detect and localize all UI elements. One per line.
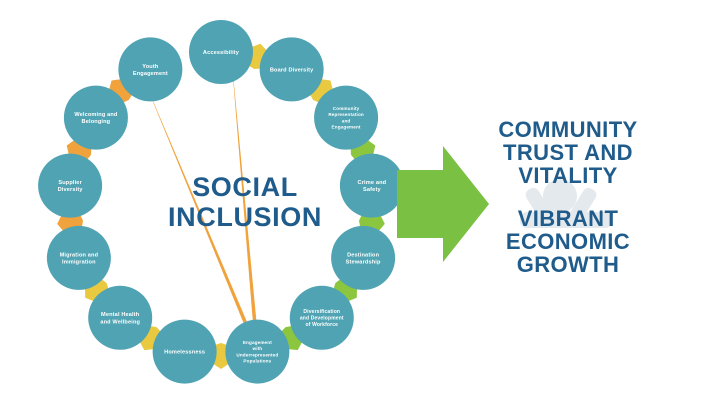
node-circle — [152, 319, 217, 384]
arrow-right-icon — [397, 146, 489, 262]
connector-youth-engagement — [140, 49, 261, 365]
node-label-line: Homelessness — [164, 350, 205, 356]
node-label-line: Board Diversity — [270, 67, 314, 73]
outcome-text: COMMUNITY TRUST AND VITALITY VIBRANT ECO… — [498, 117, 637, 277]
node-circle — [331, 225, 396, 290]
node-circle — [46, 225, 111, 290]
node-circle — [63, 85, 128, 150]
node-label-line: Diversification — [303, 309, 340, 315]
watermark-graphic — [520, 179, 612, 229]
node-engagement-with-underrepresented-populations[interactable]: EngagementwithUnderrepresentedPopulation… — [225, 319, 290, 384]
node-homelessness[interactable]: Homelessness — [152, 319, 217, 384]
node-circle — [314, 85, 379, 150]
node-circle — [225, 319, 290, 384]
center-title: SOCIAL INCLUSION — [168, 172, 322, 232]
node-label-line: Diversity — [58, 187, 84, 193]
node-label-line: Destination — [347, 252, 380, 258]
node-label-line: and — [342, 118, 351, 123]
node-label-line: with — [251, 346, 262, 351]
node-label-line: Migration and — [60, 252, 99, 258]
node-circle — [88, 285, 153, 350]
node-label-line: of Workforce — [306, 322, 339, 328]
node-circle — [38, 153, 103, 218]
node-circle — [259, 37, 324, 102]
node-label-line: Community — [333, 106, 360, 111]
svg-text:VITALITY: VITALITY — [518, 163, 617, 188]
node-label-line: Belonging — [82, 119, 111, 125]
svg-text:SOCIAL: SOCIAL — [192, 172, 298, 202]
node-label-line: Safety — [363, 187, 381, 193]
node-label-line: Engagement — [332, 125, 361, 130]
node-label-line: Underrepresented — [236, 352, 278, 357]
node-circle — [118, 37, 183, 102]
svg-text:COMMUNITY: COMMUNITY — [498, 117, 637, 142]
node-board-diversity[interactable]: Board Diversity — [259, 37, 324, 102]
svg-text:INCLUSION: INCLUSION — [168, 202, 322, 232]
svg-text:ECONOMIC: ECONOMIC — [506, 229, 630, 254]
node-label-line: and Development — [300, 316, 344, 322]
node-label-line: and Wellbeing — [100, 319, 140, 325]
node-label-line: Accessibility — [203, 50, 240, 56]
node-label-line: Stewardship — [346, 259, 381, 265]
node-label-line: Engagement — [243, 340, 272, 345]
node-label-line: Engagement — [133, 71, 168, 77]
node-label-line: Supplier — [58, 180, 82, 186]
node-label-line: Crime and — [358, 180, 387, 186]
node-circle — [289, 285, 354, 350]
node-label-line: Welcoming and — [74, 112, 118, 118]
node-label-line: Immigration — [62, 259, 96, 265]
node-label-line: Representation — [328, 112, 364, 117]
svg-text:VIBRANT: VIBRANT — [518, 206, 619, 231]
svg-text:TRUST AND: TRUST AND — [503, 140, 633, 165]
node-circle — [339, 153, 404, 218]
node-accessibility[interactable]: Accessibility — [189, 20, 253, 84]
node-label-line: Populations — [243, 358, 271, 363]
node-label-line: Youth — [142, 64, 159, 70]
node-label-line: Mental Health — [101, 312, 140, 318]
svg-text:GROWTH: GROWTH — [517, 252, 620, 277]
node-circle — [189, 20, 253, 84]
